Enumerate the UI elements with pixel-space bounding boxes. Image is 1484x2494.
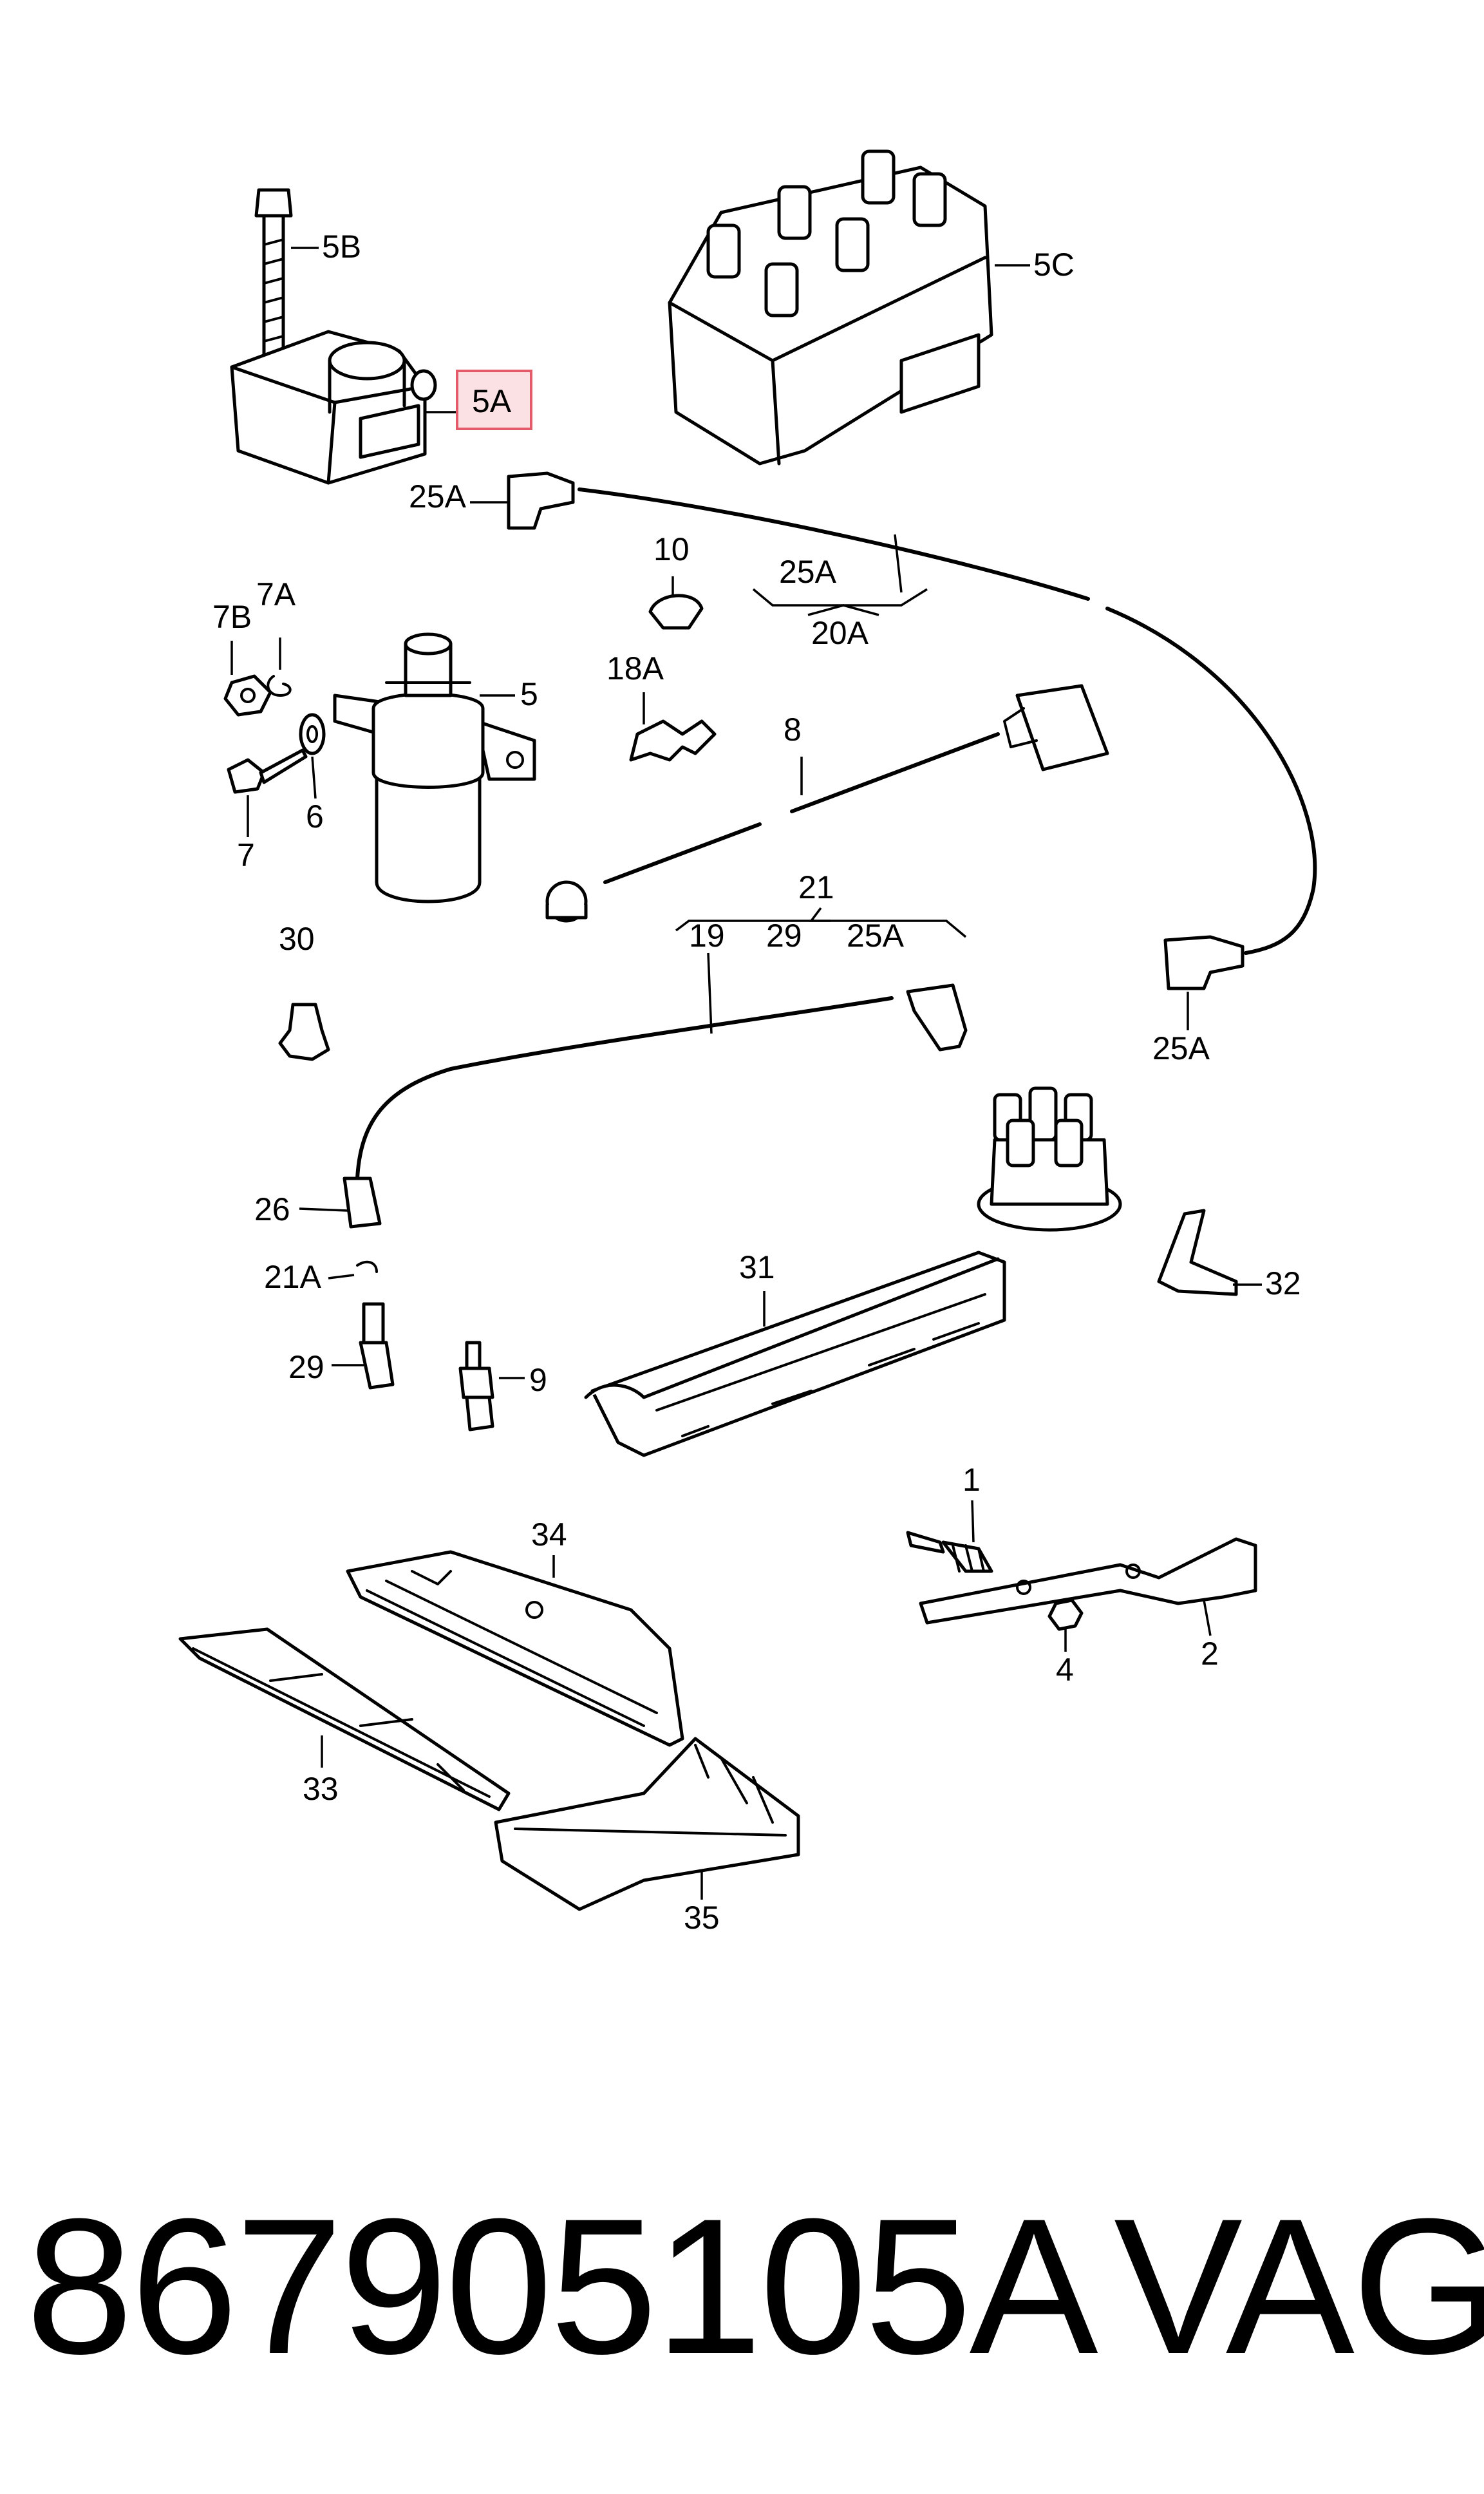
label-35: 35 bbox=[684, 1900, 720, 1936]
cover-34 bbox=[346, 1550, 684, 1747]
label-25A-top: 25A bbox=[409, 478, 467, 515]
label-32: 32 bbox=[1265, 1265, 1301, 1301]
ignition-coil-5A bbox=[230, 330, 437, 485]
nut-4 bbox=[1047, 1598, 1084, 1631]
clip-18A bbox=[629, 719, 717, 762]
spark-plug-9 bbox=[458, 1341, 494, 1431]
clip-21A bbox=[356, 1260, 378, 1273]
brand-name: VAG bbox=[1114, 2178, 1484, 2394]
label-5C: 5C bbox=[1033, 247, 1075, 283]
label-7A: 7A bbox=[256, 576, 296, 612]
label-33: 33 bbox=[303, 1771, 339, 1807]
label-25A-right: 25A bbox=[1152, 1030, 1210, 1066]
screw-7 bbox=[227, 748, 308, 794]
cover-31 bbox=[584, 1251, 1006, 1457]
ignition-coil-5 bbox=[333, 632, 536, 903]
nut-7B bbox=[223, 674, 272, 717]
label-25A-bracket: 25A bbox=[779, 554, 837, 590]
part-number: 867905105A bbox=[26, 2178, 1098, 2394]
terminal-29 bbox=[359, 1302, 395, 1390]
label-1: 1 bbox=[963, 1462, 981, 1498]
highlight-box-5A bbox=[456, 370, 532, 430]
label-19: 19 bbox=[689, 918, 725, 954]
label-5B: 5B bbox=[322, 229, 361, 265]
label-6: 6 bbox=[306, 798, 324, 835]
clamp-30 bbox=[278, 1003, 330, 1061]
clip-7A bbox=[267, 675, 292, 697]
label-21: 21 bbox=[798, 869, 834, 905]
cover-35 bbox=[494, 1737, 800, 1911]
label-25A-bracket-21: 25A bbox=[847, 918, 905, 954]
label-20A: 20A bbox=[811, 615, 869, 651]
temp-sensor-1 bbox=[906, 1531, 993, 1573]
label-7B: 7B bbox=[212, 599, 252, 635]
label-30: 30 bbox=[279, 921, 315, 957]
label-8: 8 bbox=[784, 712, 802, 748]
label-5: 5 bbox=[520, 676, 538, 712]
bracket-32 bbox=[1157, 1209, 1238, 1296]
label-29: 29 bbox=[288, 1349, 324, 1385]
label-10: 10 bbox=[653, 531, 690, 567]
label-4: 4 bbox=[1056, 1652, 1074, 1688]
label-9: 9 bbox=[529, 1362, 547, 1398]
label-2: 2 bbox=[1201, 1636, 1219, 1672]
wire-harness-8 bbox=[545, 684, 1109, 923]
coil-pack-5C bbox=[668, 149, 993, 466]
footer-caption: 867905105A VAG bbox=[26, 2189, 1484, 2383]
plug-boot-25A-top bbox=[507, 471, 575, 530]
cover-33 bbox=[178, 1627, 511, 1811]
label-5A: 5A bbox=[472, 383, 512, 419]
label-29-bracket: 29 bbox=[766, 918, 802, 954]
distributor-cap bbox=[977, 1086, 1122, 1232]
label-18A: 18A bbox=[606, 650, 664, 686]
clip-10 bbox=[648, 594, 704, 630]
plug-boot-25A-right bbox=[1163, 935, 1244, 990]
label-7: 7 bbox=[237, 837, 255, 873]
label-26: 26 bbox=[254, 1191, 290, 1227]
label-34: 34 bbox=[531, 1516, 567, 1553]
bracket-2 bbox=[919, 1537, 1257, 1625]
label-21A: 21A bbox=[264, 1259, 322, 1295]
label-31: 31 bbox=[739, 1249, 775, 1285]
washer-6 bbox=[299, 713, 326, 755]
ignition-cable-19 bbox=[343, 983, 968, 1229]
